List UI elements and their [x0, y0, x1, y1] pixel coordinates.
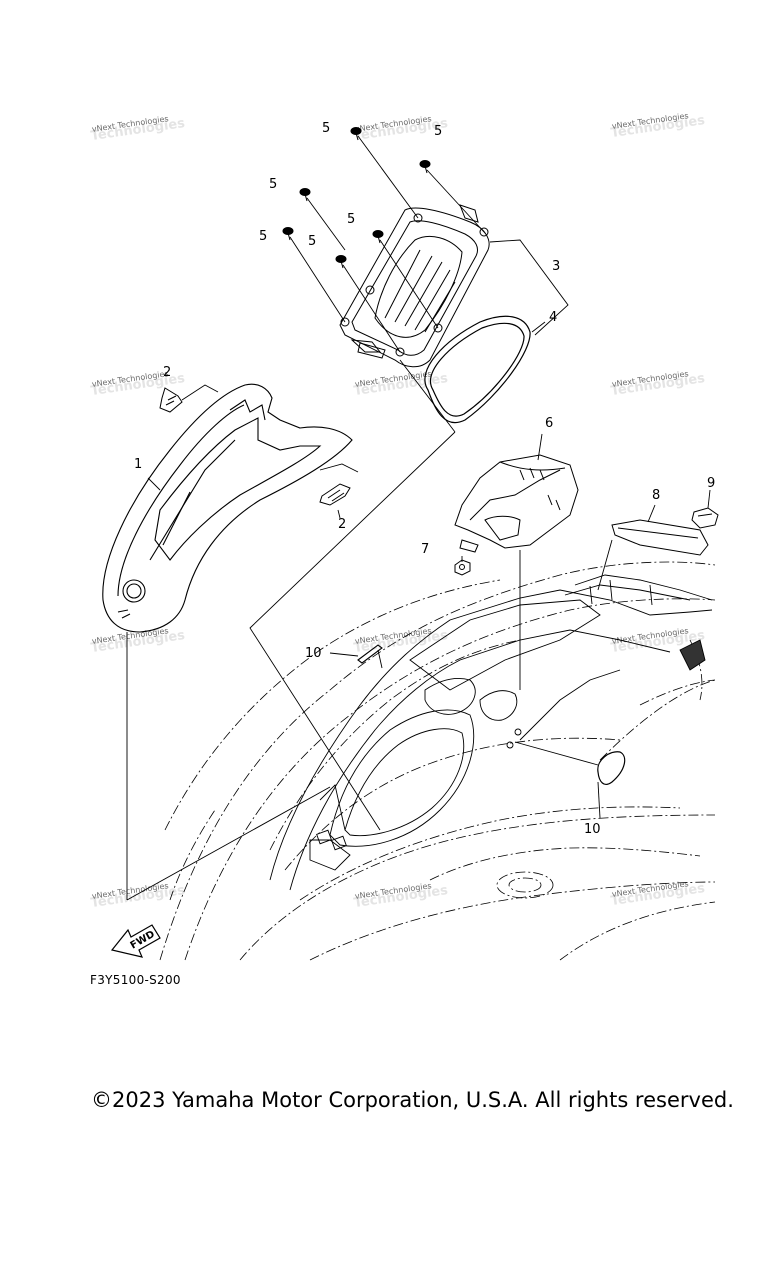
hull-phantom-lines	[159, 561, 716, 961]
part-4-gasket	[424, 315, 531, 424]
callout-5-c: 5	[269, 177, 277, 192]
part-10-plug-left	[357, 644, 383, 664]
leader-lines	[126, 135, 711, 901]
part-2-clip-lower	[319, 483, 351, 506]
part-3-storage-bin	[339, 204, 490, 368]
part-5-screws	[282, 127, 431, 269]
part-2-clip-upper	[159, 387, 183, 413]
callout-5-b: 5	[434, 124, 442, 139]
callout-5-e: 5	[259, 229, 267, 244]
callout-5-f: 5	[308, 234, 316, 249]
figure-code: F3Y5100-S200	[90, 973, 181, 987]
deck-recess	[269, 574, 713, 891]
part-7-nut	[454, 559, 471, 576]
callout-10-left: 10	[305, 646, 322, 661]
watermark-layer: Technologies vNext Technologies Technolo…	[90, 111, 706, 911]
callout-labels: 1 2 2 3 4 5 5 5 5 5 5 5 6 7 8 9 10 10	[134, 121, 715, 837]
copyright-notice: ©2023 Yamaha Motor Corporation, U.S.A. A…	[91, 1088, 734, 1112]
part-6-cover-panel	[454, 454, 579, 553]
callout-8: 8	[652, 488, 660, 503]
callout-10-right: 10	[584, 822, 601, 837]
callout-5-a: 5	[322, 121, 330, 136]
callout-3: 3	[552, 259, 560, 274]
callout-4: 4	[549, 310, 557, 325]
callout-2-lower: 2	[338, 517, 346, 532]
part-8-lid	[611, 519, 709, 556]
callout-7: 7	[421, 542, 429, 557]
part-1-front-cover	[102, 383, 353, 633]
part-10-plug-right	[597, 751, 626, 785]
callout-9: 9	[707, 476, 715, 491]
part-9-latch	[691, 507, 719, 529]
callout-2-upper: 2	[163, 365, 171, 380]
callout-6: 6	[545, 416, 553, 431]
callout-1: 1	[134, 457, 142, 472]
parts-diagram: Technologies vNext Technologies Technolo…	[90, 111, 719, 961]
callout-5-d: 5	[347, 212, 355, 227]
fwd-arrow-icon: FWD	[110, 924, 161, 958]
